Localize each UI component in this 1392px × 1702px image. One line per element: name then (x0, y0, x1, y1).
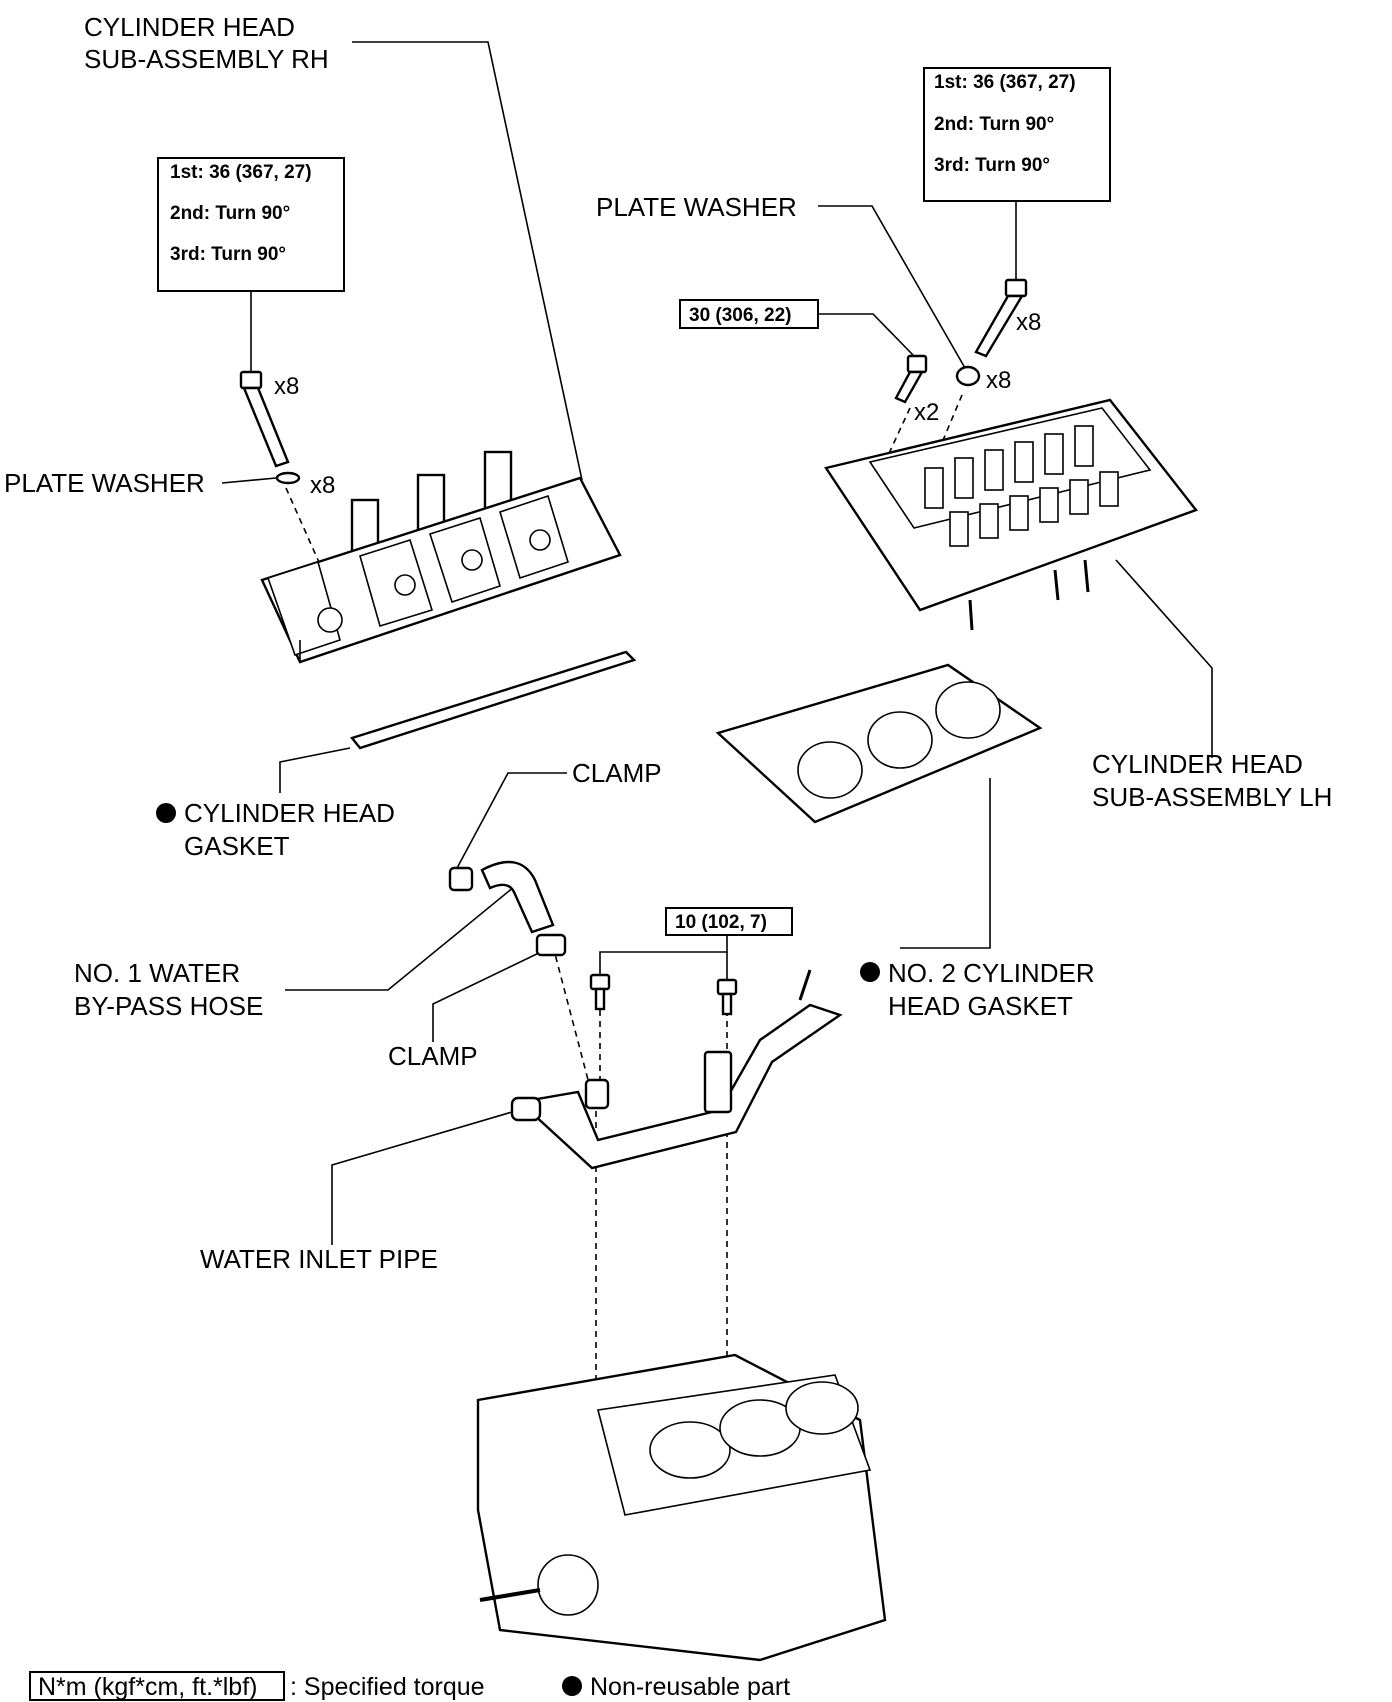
cylinder-head-gasket (349, 650, 637, 750)
label-no2-gasket-line-1: NO. 2 CYLINDER (888, 958, 1095, 988)
torque-box-small-bolt: 30 (306, 22) (679, 299, 819, 329)
label-cylinder-head-rh-line-1: CYLINDER HEAD (84, 12, 295, 42)
head-bolt-left (239, 370, 290, 468)
water-inlet-pipe (510, 969, 843, 1170)
label-clamp-lower: CLAMP (388, 1041, 478, 1071)
no1-water-bypass-hose (480, 860, 555, 934)
label-water-inlet-pipe: WATER INLET PIPE (200, 1244, 438, 1274)
non-reusable-dot-no2-gasket (860, 962, 880, 982)
legend-non-reusable-dot (562, 1676, 582, 1696)
torque-box-right-head-bolt: 1st: 36 (367, 27) 2nd: Turn 90° 3rd: Tur… (923, 67, 1111, 202)
pipe-bolt-b (716, 978, 738, 1016)
torque-box-left-head-bolt: 1st: 36 (367, 27) 2nd: Turn 90° 3rd: Tur… (157, 157, 345, 292)
leader-lines (221, 41, 1213, 1245)
label-cylinder-head-rh-line-2: SUB-ASSEMBLY RH (84, 44, 329, 74)
legend-non-reusable: Non-reusable part (590, 1673, 790, 1701)
cylinder-head-rh (260, 450, 622, 664)
torque-left-line-2: 2nd: Turn 90° (170, 203, 290, 224)
torque-right-line-3: 3rd: Turn 90° (934, 155, 1050, 176)
qty-right-washer: x8 (986, 367, 1011, 394)
torque-box-water-pipe-bolt: 10 (102, 7) (665, 907, 793, 936)
torque-small-bolt: 30 (306, 22) (689, 305, 791, 326)
torque-right-line-1: 1st: 36 (367, 27) (934, 72, 1076, 93)
legend-torque-desc: : Specified torque (290, 1673, 485, 1701)
legend-torque-unit: N*m (kgf*cm, ft.*lbf) (38, 1673, 257, 1701)
plate-washer-right (955, 365, 981, 387)
qty-left-washer: x8 (310, 472, 335, 499)
clamp-lower (535, 933, 567, 957)
label-plate-washer-left: PLATE WASHER (4, 468, 205, 498)
label-cylinder-head-gasket-line-2: GASKET (184, 831, 290, 861)
label-cylinder-head-lh-line-2: SUB-ASSEMBLY LH (1092, 782, 1332, 812)
plate-washer-left (275, 471, 301, 485)
qty-left-bolt: x8 (274, 373, 299, 400)
label-plate-washer-right: PLATE WASHER (596, 192, 797, 222)
non-reusable-dot-gasket (156, 803, 176, 823)
small-bolt (894, 354, 928, 404)
cylinder-block (476, 1353, 887, 1662)
torque-right-line-2: 2nd: Turn 90° (934, 114, 1054, 135)
no2-cylinder-head-gasket (715, 663, 1043, 824)
torque-left-line-3: 3rd: Turn 90° (170, 244, 286, 265)
head-bolt-right (974, 278, 1028, 358)
qty-right-bolt: x8 (1016, 309, 1041, 336)
pipe-bolt-a (589, 973, 611, 1011)
label-clamp-upper: CLAMP (572, 758, 662, 788)
label-cylinder-head-gasket-line-1: CYLINDER HEAD (184, 798, 395, 828)
cylinder-head-lh (824, 398, 1198, 631)
label-cylinder-head-lh-line-1: CYLINDER HEAD (1092, 749, 1303, 779)
label-no1-water-bypass-hose-line-1: NO. 1 WATER (74, 958, 240, 988)
clamp-upper (448, 866, 474, 892)
qty-small-bolt: x2 (914, 399, 939, 426)
torque-left-line-1: 1st: 36 (367, 27) (170, 162, 312, 183)
legend: N*m (kgf*cm, ft.*lbf) : Specified torque… (29, 1671, 790, 1701)
torque-water-pipe-bolt: 10 (102, 7) (675, 912, 767, 933)
label-no1-water-bypass-hose-line-2: BY-PASS HOSE (74, 991, 263, 1021)
label-no2-gasket-line-2: HEAD GASKET (888, 991, 1073, 1021)
